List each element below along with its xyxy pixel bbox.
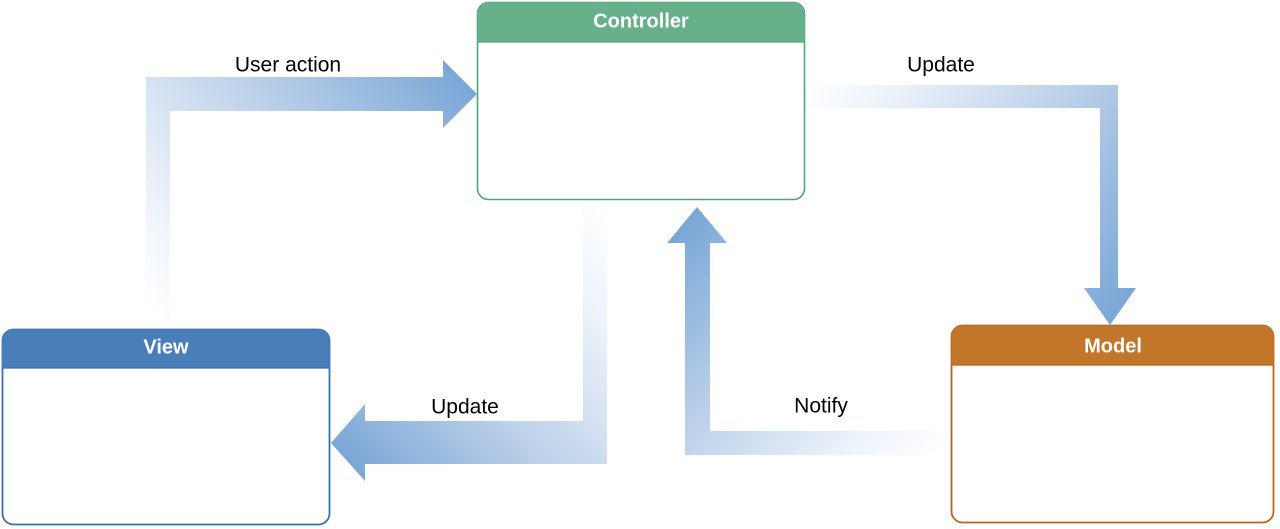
edge-notify-model-controller: Notify <box>667 207 951 455</box>
view-title: View <box>143 336 189 358</box>
edge-label-user-action: User action <box>235 54 341 77</box>
controller-title: Controller <box>593 10 689 32</box>
model-title: Model <box>1084 335 1142 357</box>
notify-arrow-shape <box>667 207 951 455</box>
update-view-arrow-shape <box>331 200 607 481</box>
edge-user-action: User action <box>146 54 477 330</box>
edge-label-update-model: Update <box>907 54 975 77</box>
model-header-band <box>951 325 1274 365</box>
controller-header-band <box>477 2 805 42</box>
edge-label-notify: Notify <box>794 395 848 418</box>
update-model-arrow-shape <box>806 85 1136 325</box>
edge-label-update-view: Update <box>431 396 499 419</box>
user-action-arrow-shape <box>146 60 477 330</box>
view-header-band <box>2 329 330 368</box>
node-controller[interactable]: Controller <box>476 1 806 201</box>
edge-update-controller-view: Update <box>331 200 607 481</box>
node-view[interactable]: View <box>1 328 331 526</box>
edge-update-controller-model: Update <box>806 54 1136 325</box>
node-model[interactable]: Model <box>950 324 1275 524</box>
